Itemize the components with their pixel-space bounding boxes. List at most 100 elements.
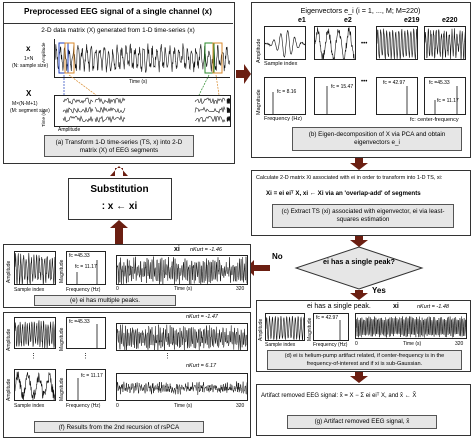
d-freq: Frequency (Hz) xyxy=(313,342,348,348)
center-note: fc: center-frequency xyxy=(410,117,459,123)
d-nkurt: nKurt = -1.48 xyxy=(417,304,449,310)
spec-plot-220: fc =45.33 fc = 11.17 xyxy=(424,77,466,115)
f-fc2: fc = 11.17 xyxy=(81,373,103,379)
caption-e: (e) ei has multiple peaks. xyxy=(34,295,176,306)
e-nkurt: nKurt = -1.46 xyxy=(190,247,222,253)
matrix-title: 2-D data matrix (X) generated from 1-D t… xyxy=(41,27,195,34)
segment-matrix-traces xyxy=(62,97,230,123)
decision-text: ei has a single peak? xyxy=(323,257,395,266)
caption-a: (a) Transform 1-D time-series (TS, x) in… xyxy=(44,135,194,157)
e-time: Time (s) xyxy=(174,286,193,292)
panel-g: Artifact removed EEG signal: x̂ = X − Σ … xyxy=(256,384,471,436)
panel-c: Calculate 2-D matrix Xi associated with … xyxy=(251,170,471,236)
panel-b: Eigenvectors e_i (i = 1, ..., M; M=220) … xyxy=(251,2,471,158)
caption-f: (f) Results from the 2nd recursion of rs… xyxy=(34,421,204,433)
f-mag2: Magnitude xyxy=(59,377,65,401)
X-label: X xyxy=(26,89,32,98)
decision-yes: Yes xyxy=(372,286,386,295)
eig-label-2: e2 xyxy=(344,17,352,24)
f-ts-plot-1 xyxy=(116,323,248,351)
arrow-d-to-g xyxy=(350,371,368,383)
b-sample-index: Sample index xyxy=(264,61,298,67)
eig-plot-220 xyxy=(424,26,466,60)
f-freq: Frequency (Hz) xyxy=(66,403,101,409)
fc-219: fc = 42.97 xyxy=(383,80,406,86)
x-label: x xyxy=(26,44,31,53)
f-spec-plot-1: fc =45.33 xyxy=(66,317,106,349)
x-time-label: Time (s) xyxy=(129,79,148,85)
arrow-c-to-decision xyxy=(350,236,368,247)
ellipsis-2: ••• xyxy=(361,79,368,85)
d-spec-plot: fc = 42.97 xyxy=(313,313,349,341)
d-xi: xi xyxy=(393,303,399,310)
arrow-yes xyxy=(350,290,368,300)
panel-a-header: Preprocessed EEG signal of a single chan… xyxy=(24,7,212,16)
e-freq: Frequency (Hz) xyxy=(66,287,101,293)
e-fc1: fc =45.33 xyxy=(69,253,90,259)
caption-g: (g) Artifact removed EEG signal, x̂ xyxy=(287,415,437,429)
c-line1: Calculate 2-D matrix Xi associated with … xyxy=(256,175,443,181)
c-formula: Xi = ei eiᵀ X, xi ← Xi via an 'overlap-a… xyxy=(266,190,421,197)
segment-connectors xyxy=(63,74,220,96)
d-sample-index: Sample index xyxy=(265,342,296,348)
arrow-b-to-c xyxy=(350,158,368,170)
caption-c: (c) Extract TS (xi) associated with eige… xyxy=(272,204,454,228)
g-line: Artifact removed EEG signal: x̂ = X − Σ … xyxy=(261,393,417,399)
fc-2: fc = 15.47 xyxy=(331,84,354,90)
arrow-substitution-to-a xyxy=(110,166,128,176)
eig-label-220: e220 xyxy=(442,17,458,24)
f-spec-plot-2: fc = 11.17 xyxy=(66,369,106,401)
f-amp1: Amplitude xyxy=(6,328,12,351)
x-signal-trace xyxy=(55,42,230,74)
e-mag: Magnitude xyxy=(59,259,65,283)
d-fc: fc = 42.97 xyxy=(316,315,339,321)
X-dim: M×(N-M+1) xyxy=(12,101,38,107)
e-xi: xi xyxy=(174,246,180,253)
caption-b: (b) Eigen-decomposition of X via PCA and… xyxy=(292,127,462,151)
f-nkurt2: nKurt = 6.17 xyxy=(186,363,217,369)
panel-b-header: Eigenvectors e_i (i = 1, ..., M; M=220) xyxy=(300,6,421,15)
substitution-box: Substitution : x ← xi xyxy=(68,178,172,220)
header-divider xyxy=(4,23,233,24)
x-dim: 1×N xyxy=(24,56,34,62)
d-t320: 320 xyxy=(455,341,464,347)
segment-matrix xyxy=(54,95,231,127)
f-ts-plot-2 xyxy=(116,373,248,401)
f-t320: 320 xyxy=(236,403,245,409)
f-eig-plot-2 xyxy=(14,369,56,401)
f-t0: 0 xyxy=(116,403,119,409)
m-note: (M: segment size) xyxy=(10,108,50,114)
f-mag1: Magnitude xyxy=(59,327,65,351)
decision-no: No xyxy=(272,252,283,261)
fc-220: fc =45.33 xyxy=(429,80,450,86)
d-t0: 0 xyxy=(355,341,358,347)
e-amp: Amplitude xyxy=(6,260,12,283)
f-amp2: Amplitude xyxy=(6,378,12,401)
e-t320: 320 xyxy=(236,286,245,292)
b-amp-label: Amplitude xyxy=(256,38,262,63)
f-eig-plot-1 xyxy=(14,317,56,349)
f-time: Time (s) xyxy=(174,403,193,409)
ellipsis-1: ••• xyxy=(361,41,368,47)
matrix-time-label: Time (s) xyxy=(41,110,46,127)
panel-d: ei has a single peak. xi nKurt = -1.48 A… xyxy=(256,300,471,372)
d-ts-plot xyxy=(355,313,467,339)
e-sample-index: Sample index xyxy=(14,287,45,293)
n-note: (N: sample size) xyxy=(12,63,49,69)
fc-220-extra: fc = 11.17 xyxy=(437,98,459,104)
b-freq-label: Frequency (Hz) xyxy=(264,116,302,122)
f-vdots-3: ⋮ xyxy=(164,353,171,360)
d-title: ei has a single peak. xyxy=(307,303,371,310)
spec-plot-1: fc = 8.16 xyxy=(264,77,306,115)
d-eig-plot xyxy=(265,313,305,341)
spec-plot-2: fc = 15.47 xyxy=(314,77,356,115)
f-vdots-2: ⋮ xyxy=(82,353,89,360)
arrow-a-to-b xyxy=(236,64,251,84)
e-eig-plot xyxy=(14,251,56,285)
substitution-formula: : x ← xi xyxy=(101,201,138,212)
d-amp: Amplitude xyxy=(258,318,264,341)
panel-f: Amplitude Magnitude fc =45.33 nKurt = -1… xyxy=(3,312,251,438)
arrow-to-substitution xyxy=(110,220,128,244)
eig-plot-219 xyxy=(376,26,418,60)
matrix-amp-label: Amplitude xyxy=(58,127,81,133)
